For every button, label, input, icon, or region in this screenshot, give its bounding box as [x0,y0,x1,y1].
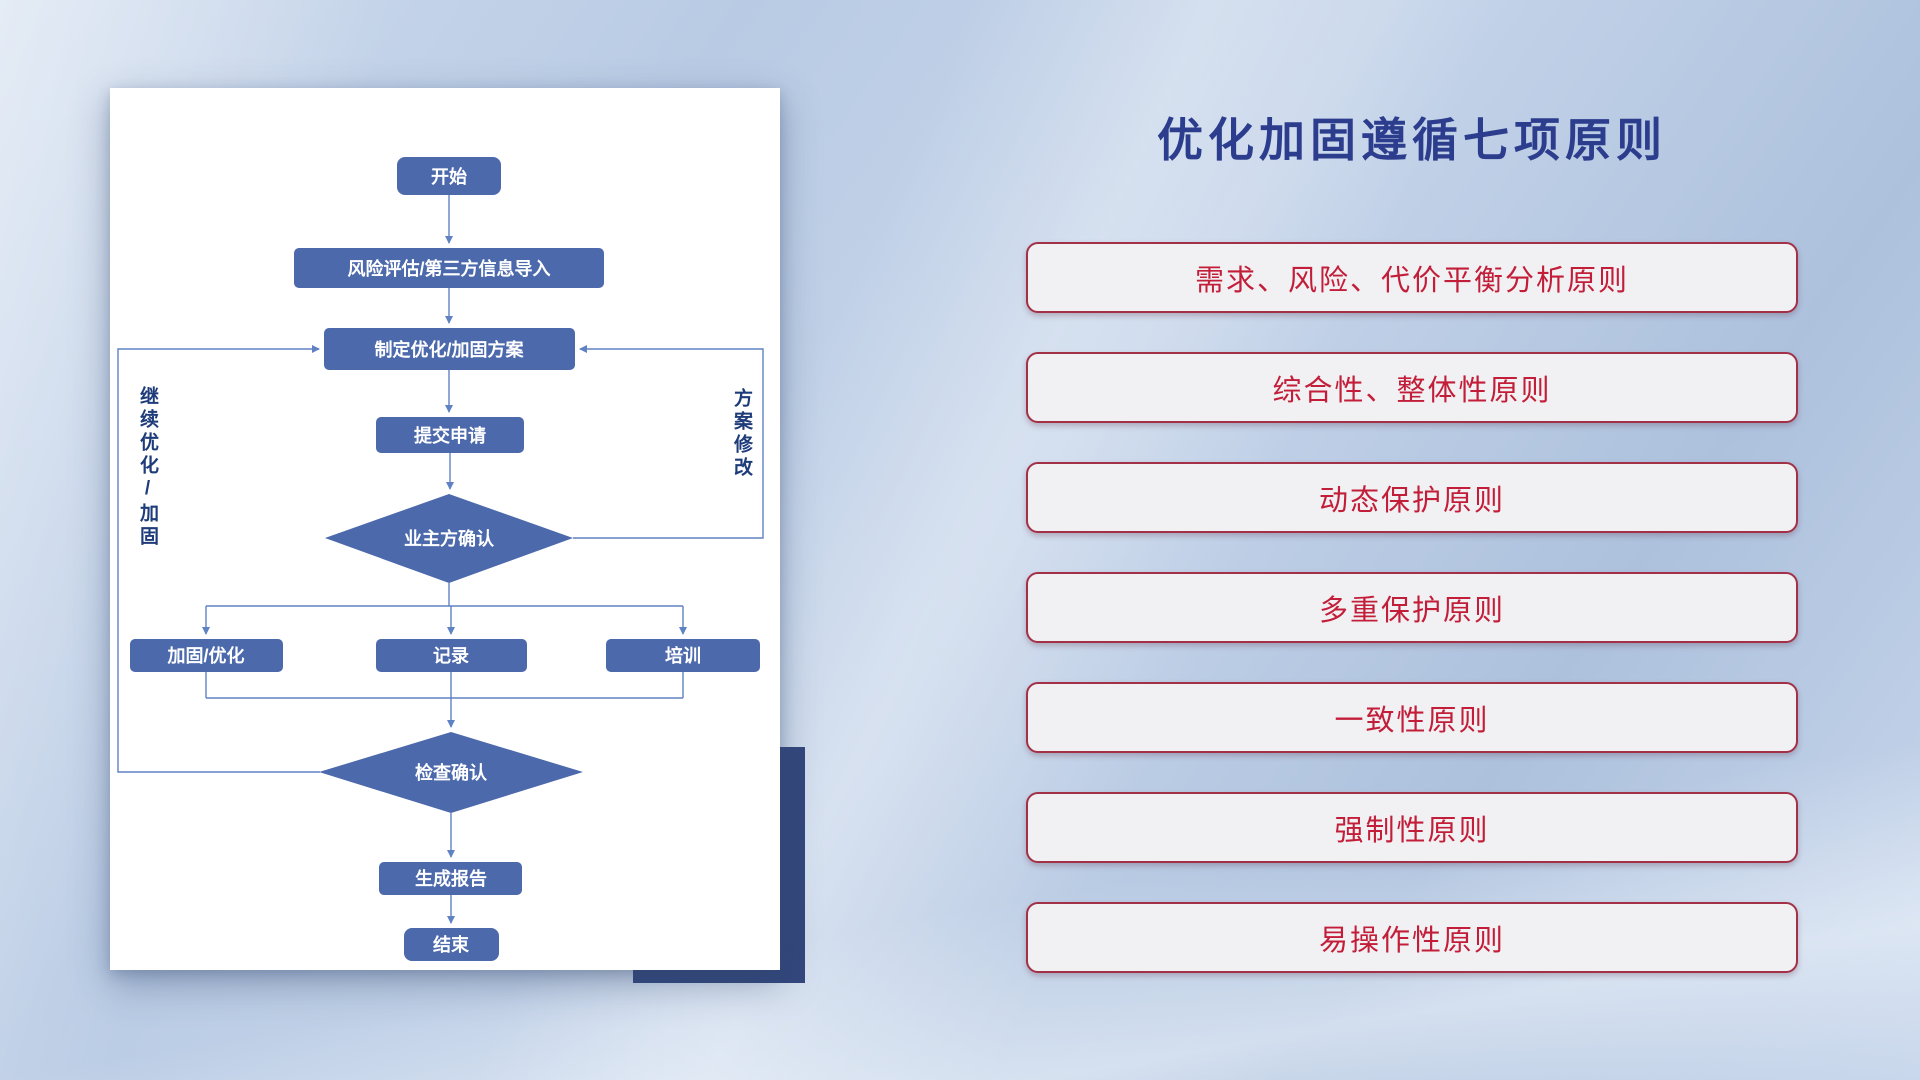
node-shape [324,328,575,370]
flow-node-submit: 提交申请 [376,417,524,453]
node-label: 制定优化/加固方案 [374,339,524,360]
node-shape [294,248,604,288]
principle-item-3: 动态保护原则 [1026,462,1798,533]
node-label: 提交申请 [414,425,486,446]
slide-title: 优化加固遵循七项原则 [1157,114,1667,166]
node-label: 结束 [433,934,470,955]
node-shape [404,928,499,961]
flow-node-make-plan: 制定优化/加固方案 [324,328,575,370]
flow-loop-continue-line [117,345,320,773]
flow-connectors [117,195,764,924]
principle-item-4: 多重保护原则 [1026,572,1798,643]
flow-node-check-confirm: 检查确认 [319,732,583,813]
flowchart-canvas: 开始 风险评估/第三方信息导入 制定优化/加固方案 提交申请 业主方确认 加固/ [117,157,764,961]
node-shape [606,639,760,672]
node-shape [379,862,522,895]
node-shape [319,732,583,813]
node-shape [376,417,524,453]
principles-list: 需求、风险、代价平衡分析原则 综合性、整体性原则 动态保护原则 多重保护原则 一… [1026,242,1798,973]
flow-node-risk-import: 风险评估/第三方信息导入 [294,248,604,288]
node-shape [130,639,283,672]
flow-node-record: 记录 [376,639,527,672]
principle-item-5: 一致性原则 [1026,682,1798,753]
flow-node-start: 开始 [397,157,501,195]
flow-node-end: 结束 [404,928,499,961]
flow-node-report: 生成报告 [379,862,522,895]
flow-node-owner-confirm: 业主方确认 [325,494,573,583]
node-label: 加固/优化 [166,645,244,666]
flow-node-training: 培训 [606,639,760,672]
node-label: 生成报告 [415,868,487,889]
node-shape [376,639,527,672]
flow-loop-revision-line [573,345,764,539]
node-label: 记录 [433,646,469,666]
principle-item-7: 易操作性原则 [1026,902,1798,973]
loop-label-continue-optimize: 继续优化/加固 [137,386,158,549]
node-label: 培训 [665,645,701,666]
node-label: 开始 [431,166,467,187]
loop-label-plan-revision: 方案修改 [731,388,752,480]
flowchart-card: 开始 风险评估/第三方信息导入 制定优化/加固方案 提交申请 业主方确认 加固/ [110,88,780,970]
principle-item-1: 需求、风险、代价平衡分析原则 [1026,242,1798,313]
principle-item-2: 综合性、整体性原则 [1026,352,1798,423]
node-label: 风险评估/第三方信息导入 [348,258,551,279]
principle-item-6: 强制性原则 [1026,792,1798,863]
flow-node-reinforce: 加固/优化 [130,639,283,672]
node-label: 业主方确认 [404,528,495,549]
node-shape [397,157,501,195]
node-label: 检查确认 [415,762,488,783]
node-shape [325,494,573,583]
